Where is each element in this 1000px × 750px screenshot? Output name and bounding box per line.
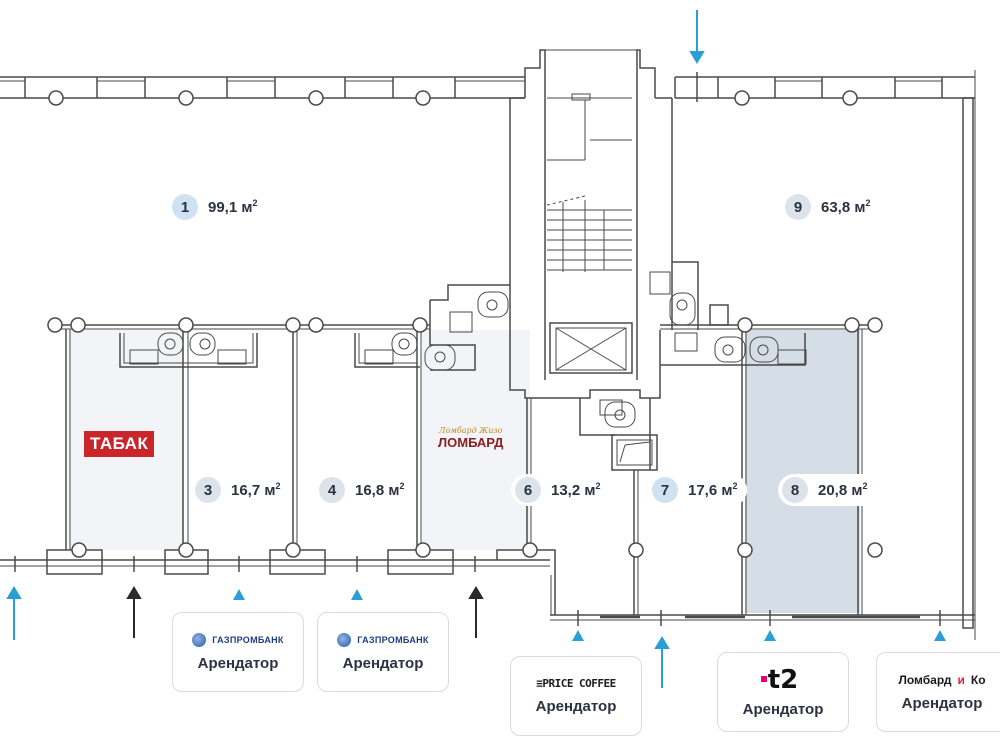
tenant-entrance-triangle-icon [764, 630, 776, 641]
t2-pink-dot-icon [760, 675, 767, 682]
tabak-sign: ТАБАК [84, 431, 155, 457]
unit-number-badge: 6 [515, 477, 541, 503]
tenant-card-t2[interactable]: t2 Арендатор [717, 652, 849, 732]
unit-5-fill[interactable] [422, 330, 530, 550]
tenant-entrance-triangle-icon [351, 589, 363, 600]
tenant-entrance-triangle-icon [934, 630, 946, 641]
tenant-role: Арендатор [901, 694, 983, 712]
entrance-arrow-black-icon [126, 586, 142, 638]
gazprombank-logo: ГАЗПРОМБАНК [192, 632, 283, 647]
unit-label-1[interactable]: 1 99,1 м2 [168, 191, 268, 223]
tenant-entrance-triangles [233, 589, 946, 641]
tenant-role: Арендатор [742, 700, 824, 718]
unit-area: 63,8 м2 [821, 198, 871, 216]
columns [47, 90, 883, 558]
gazprombank-logo: ГАЗПРОМБАНК [337, 632, 428, 647]
unit-label-8[interactable]: 8 20,8 м2 [778, 474, 878, 506]
walls [0, 49, 976, 640]
gazprombank-globe-icon [192, 632, 207, 647]
unit-label-3[interactable]: 3 16,7 м2 [191, 474, 291, 506]
unit-number-badge: 4 [319, 477, 345, 503]
unit-area: 16,8 м2 [355, 481, 405, 499]
price-coffee-logo: ≡PRICE COFFEE [536, 677, 616, 690]
unit-area: 13,2 м2 [551, 481, 601, 499]
unit-number-badge: 1 [172, 194, 198, 220]
tenant-role: Арендатор [535, 698, 617, 715]
entrance-arrow-blue-icon [654, 636, 670, 688]
lombard-sign-main: ЛОМБАРД [438, 434, 504, 450]
unit-number-badge: 8 [782, 477, 808, 503]
unit-area: 20,8 м2 [818, 481, 868, 499]
tenant-card-gazprombank-1[interactable]: ГАЗПРОМБАНК Арендатор [172, 612, 304, 692]
entrance-arrow-black-icon [468, 586, 484, 638]
tenant-entrance-triangle-icon [233, 589, 245, 600]
tenant-role: Арендатор [197, 654, 279, 672]
unit-area: 99,1 м2 [208, 198, 258, 216]
t2-logo: t2 [760, 667, 798, 693]
unit-label-4[interactable]: 4 16,8 м2 [315, 474, 415, 506]
tenant-entrance-triangle-icon [572, 630, 584, 641]
tenant-card-price-coffee[interactable]: ≡PRICE COFFEE Арендатор [510, 656, 642, 736]
unit-number-badge: 9 [785, 194, 811, 220]
unit-8-fill[interactable] [745, 330, 860, 613]
lombard-sign: Ломбард Жизо ЛОМБАРД [438, 426, 504, 450]
tenant-role: Арендатор [342, 654, 424, 672]
unit-number-badge: 3 [195, 477, 221, 503]
entrance-arrow-blue-icon [6, 586, 22, 640]
lombard-sign-script: Ломбард Жизо [438, 426, 503, 435]
unit-area: 17,6 м2 [688, 481, 738, 499]
unit-label-6[interactable]: 6 13,2 м2 [511, 474, 611, 506]
unit-area: 16,7 м2 [231, 481, 281, 499]
tenant-card-gazprombank-2[interactable]: ГАЗПРОМБАНК Арендатор [317, 612, 449, 692]
gazprombank-globe-icon [337, 632, 352, 647]
unit-number-badge: 7 [652, 477, 678, 503]
entrance-arrow-blue-icon [689, 10, 705, 64]
unit-label-7[interactable]: 7 17,6 м2 [648, 474, 748, 506]
unit-label-9[interactable]: 9 63,8 м2 [781, 191, 881, 223]
